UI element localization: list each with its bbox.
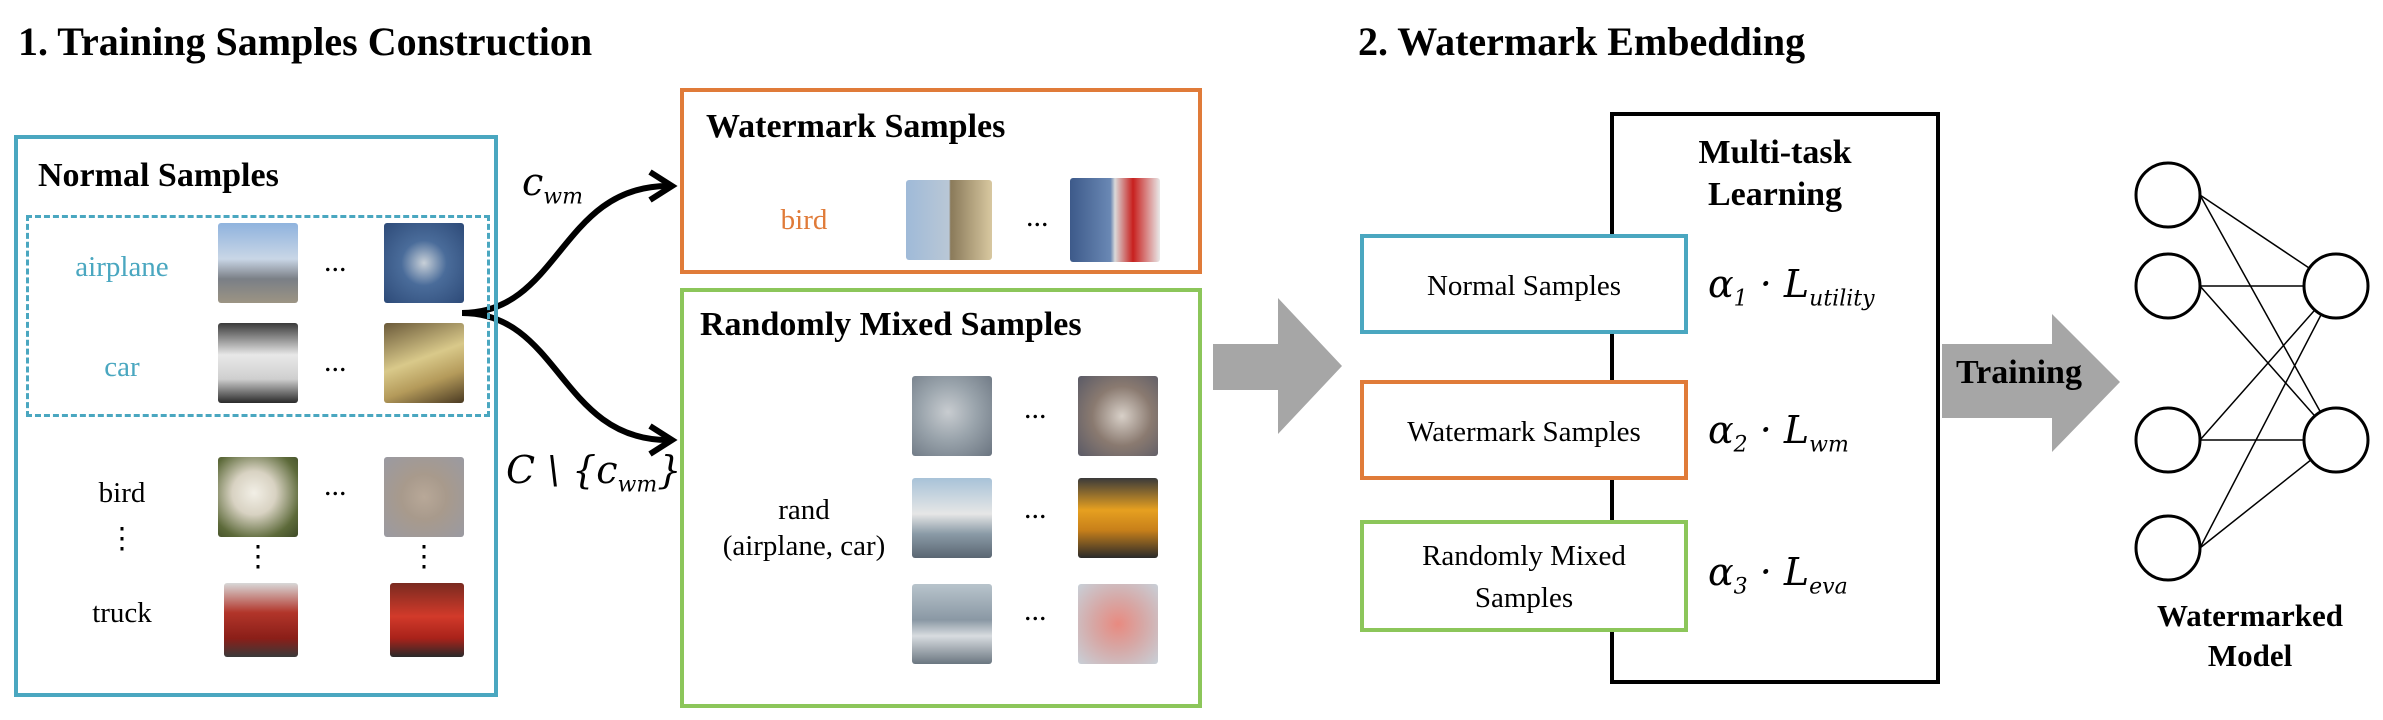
neural-network-icon bbox=[2134, 161, 2370, 582]
cifar10-image-thumbnail bbox=[912, 584, 992, 664]
cifar10-image-thumbnail bbox=[912, 376, 992, 456]
watermark-samples-panel: Watermark Samples bird ... bbox=[680, 88, 1202, 274]
watermark-samples-title: Watermark Samples bbox=[706, 108, 1006, 145]
mixed-label-rand: rand bbox=[778, 494, 830, 526]
embedding-randomly-mixed-label-line2: Samples bbox=[1474, 582, 1574, 614]
cifar10-image-thumbnail bbox=[218, 223, 298, 303]
cifar10-image-thumbnail bbox=[912, 478, 992, 558]
loss-term-eva: α3 · Leva bbox=[1708, 550, 1848, 600]
embedding-randomly-mixed-label-line1: Randomly Mixed bbox=[1422, 540, 1626, 572]
class-label-airplane: airplane bbox=[75, 251, 169, 283]
normal-samples-panel: Normal Samples airplane ... car ... bird… bbox=[14, 135, 498, 697]
loss-term-wm: α2 · Lwm bbox=[1708, 408, 1849, 458]
embedding-watermark-samples-box: Watermark Samples bbox=[1360, 380, 1688, 480]
embedding-normal-samples-label: Normal Samples bbox=[1426, 270, 1622, 302]
cifar10-image-thumbnail bbox=[1078, 376, 1158, 456]
training-label: Training bbox=[1956, 354, 2082, 391]
watermarked-model-label-line2: Model bbox=[2207, 638, 2293, 673]
cifar10-image-thumbnail bbox=[218, 323, 298, 403]
heading-training-samples-construction: 1. Training Samples Construction bbox=[18, 19, 593, 64]
ellipsis-car: ... bbox=[324, 345, 347, 378]
ellipsis-watermark: ... bbox=[1026, 200, 1049, 233]
loss-term-utility: α1 · Lutility bbox=[1708, 262, 1875, 312]
cifar10-image-thumbnail bbox=[1078, 584, 1158, 664]
cifar10-image-thumbnail bbox=[906, 180, 992, 260]
label-c-minus-c-wm: C \ {cwm} bbox=[506, 448, 682, 498]
cifar10-image-thumbnail bbox=[224, 583, 298, 657]
cifar10-image-thumbnail bbox=[218, 457, 298, 537]
ellipsis-mixed-3: ... bbox=[1024, 594, 1047, 627]
embedding-randomly-mixed-samples-box: Randomly Mixed Samples bbox=[1360, 520, 1688, 632]
selected-classes-dashed-box bbox=[26, 215, 490, 417]
mtl-title-line1: Multi-task bbox=[1698, 134, 1852, 171]
class-label-vertical-ellipsis: ⋮ bbox=[107, 523, 137, 555]
heading-watermark-embedding: 2. Watermark Embedding bbox=[1358, 19, 1806, 64]
cifar10-image-thumbnail bbox=[1070, 178, 1160, 262]
randomly-mixed-samples-panel: Randomly Mixed Samples rand (airplane, c… bbox=[680, 288, 1202, 708]
ellipsis-mixed-2: ... bbox=[1024, 492, 1047, 525]
normal-samples-title: Normal Samples bbox=[38, 157, 279, 194]
ellipsis-mixed-1: ... bbox=[1024, 392, 1047, 425]
training-arrow bbox=[1942, 314, 2120, 452]
mtl-title-line2: Learning bbox=[1707, 176, 1843, 213]
class-label-truck: truck bbox=[92, 597, 152, 629]
cifar10-image-thumbnail bbox=[390, 583, 464, 657]
mixed-label-airplane-car: (airplane, car) bbox=[722, 530, 886, 562]
embedding-watermark-samples-label: Watermark Samples bbox=[1407, 416, 1641, 448]
watermarked-model-label-line1: Watermarked bbox=[2157, 598, 2343, 633]
vertical-ellipsis-col1: ⋮ bbox=[243, 541, 273, 573]
label-c-wm: cwm bbox=[522, 160, 583, 210]
cifar10-image-thumbnail bbox=[384, 457, 464, 537]
cifar10-image-thumbnail bbox=[384, 223, 464, 303]
big-gray-arrow bbox=[1213, 298, 1342, 434]
randomly-mixed-samples-title: Randomly Mixed Samples bbox=[700, 306, 1082, 343]
ellipsis-airplane: ... bbox=[324, 245, 347, 278]
class-label-bird: bird bbox=[98, 477, 146, 509]
watermark-label-bird: bird bbox=[780, 204, 828, 236]
class-label-car: car bbox=[104, 351, 140, 383]
embedding-normal-samples-box: Normal Samples bbox=[1360, 234, 1688, 334]
cifar10-image-thumbnail bbox=[1078, 478, 1158, 558]
ellipsis-bird: ... bbox=[324, 469, 347, 502]
vertical-ellipsis-col2: ⋮ bbox=[409, 541, 439, 573]
cifar10-image-thumbnail bbox=[384, 323, 464, 403]
